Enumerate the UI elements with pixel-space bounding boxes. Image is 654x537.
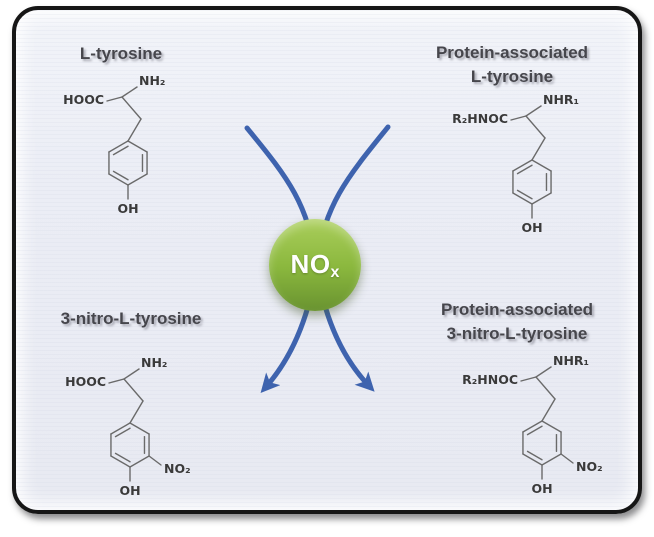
bond-amine xyxy=(525,105,542,117)
molecule-structure-protein-3-nitro-l-tyrosine: OH NO₂ R₂HNOC NHR₁ xyxy=(462,353,603,496)
title-line: L-tyrosine xyxy=(79,44,163,63)
title-line: Protein-associated xyxy=(440,300,594,319)
hydroxyl-label: OH xyxy=(117,201,138,216)
ring-double-bond xyxy=(112,170,129,181)
ring-double-bond xyxy=(516,164,533,175)
bond-acid xyxy=(520,376,537,382)
ring-double-bond xyxy=(526,450,543,461)
molecule-structure-3-nitro-l-tyrosine: OH NO₂ HOOC NH₂ xyxy=(65,355,191,498)
nox-label: NOx xyxy=(290,248,340,281)
title-protein-associated-l-tyrosine: Protein-associated L-tyrosine xyxy=(392,41,632,89)
bond-nitro xyxy=(560,453,574,464)
ring-double-bond xyxy=(114,452,131,463)
bond-amine xyxy=(121,86,138,98)
title-line: 3-nitro-L-tyrosine xyxy=(60,309,202,328)
bond-chain xyxy=(121,96,142,120)
acid-group-label: R₂HNOC xyxy=(452,111,508,126)
hydroxyl-label: OH xyxy=(521,220,542,235)
hydroxyl-label: OH xyxy=(531,481,552,496)
ring-bond xyxy=(127,140,148,153)
title-line: Protein-associated xyxy=(435,43,589,62)
amine-group-label: NHR₁ xyxy=(543,92,579,107)
nox-subscript: x xyxy=(330,263,340,281)
ring-bond xyxy=(127,173,148,186)
ring-double-bond xyxy=(114,427,131,438)
bond-amine xyxy=(535,366,552,378)
ring-bond xyxy=(512,159,533,172)
bond-chain xyxy=(129,400,144,424)
ring-bond xyxy=(129,455,150,468)
title-line: 3-nitro-L-tyrosine xyxy=(446,324,588,343)
title-l-tyrosine: L-tyrosine xyxy=(1,42,241,66)
molecule-structure-protein-l-tyrosine: OH R₂HNOC NHR₁ xyxy=(452,92,579,235)
amine-group-label: NH₂ xyxy=(141,355,167,370)
ring-bond xyxy=(512,192,533,205)
ring-bond xyxy=(531,192,552,205)
amine-group-label: NH₂ xyxy=(139,73,165,88)
amine-group-label: NHR₁ xyxy=(553,353,589,368)
bond-chain xyxy=(535,376,556,400)
bond-amine xyxy=(123,368,140,380)
title-3-nitro-l-tyrosine: 3-nitro-L-tyrosine xyxy=(11,307,251,331)
title-protein-associated-3-nitro-l-tyrosine: Protein-associated 3-nitro-L-tyrosine xyxy=(397,298,637,346)
ring-bond xyxy=(129,422,150,435)
ring-bond xyxy=(110,422,131,435)
diagram-panel xyxy=(12,6,642,514)
acid-group-label: HOOC xyxy=(65,374,106,389)
bond-chain xyxy=(531,137,546,161)
nox-badge: NOx xyxy=(269,219,361,311)
molecule-structure-l-tyrosine: OH HOOC NH₂ xyxy=(63,73,165,216)
bond-nitro xyxy=(148,455,162,466)
ring-double-bond xyxy=(112,145,129,156)
acid-group-label: HOOC xyxy=(63,92,104,107)
bond-acid xyxy=(106,96,123,102)
ring-bond xyxy=(531,159,552,172)
bond-acid xyxy=(510,115,527,121)
acid-group-label: R₂HNOC xyxy=(462,372,518,387)
bond-chain xyxy=(541,398,556,422)
ring-bond xyxy=(541,453,562,466)
title-line: L-tyrosine xyxy=(470,67,554,86)
ring-bond xyxy=(110,455,131,468)
bond-chain xyxy=(123,378,144,402)
ring-bond xyxy=(108,140,129,153)
bond-chain xyxy=(127,118,142,142)
ring-double-bond xyxy=(516,189,533,200)
ring-bond xyxy=(541,420,562,433)
nitro-label: NO₂ xyxy=(576,459,603,474)
ring-double-bond xyxy=(526,425,543,436)
bond-acid xyxy=(108,378,125,384)
nitro-label: NO₂ xyxy=(164,461,191,476)
hydroxyl-label: OH xyxy=(119,483,140,498)
bond-chain xyxy=(525,115,546,139)
ring-bond xyxy=(522,420,543,433)
ring-bond xyxy=(522,453,543,466)
ring-bond xyxy=(108,173,129,186)
